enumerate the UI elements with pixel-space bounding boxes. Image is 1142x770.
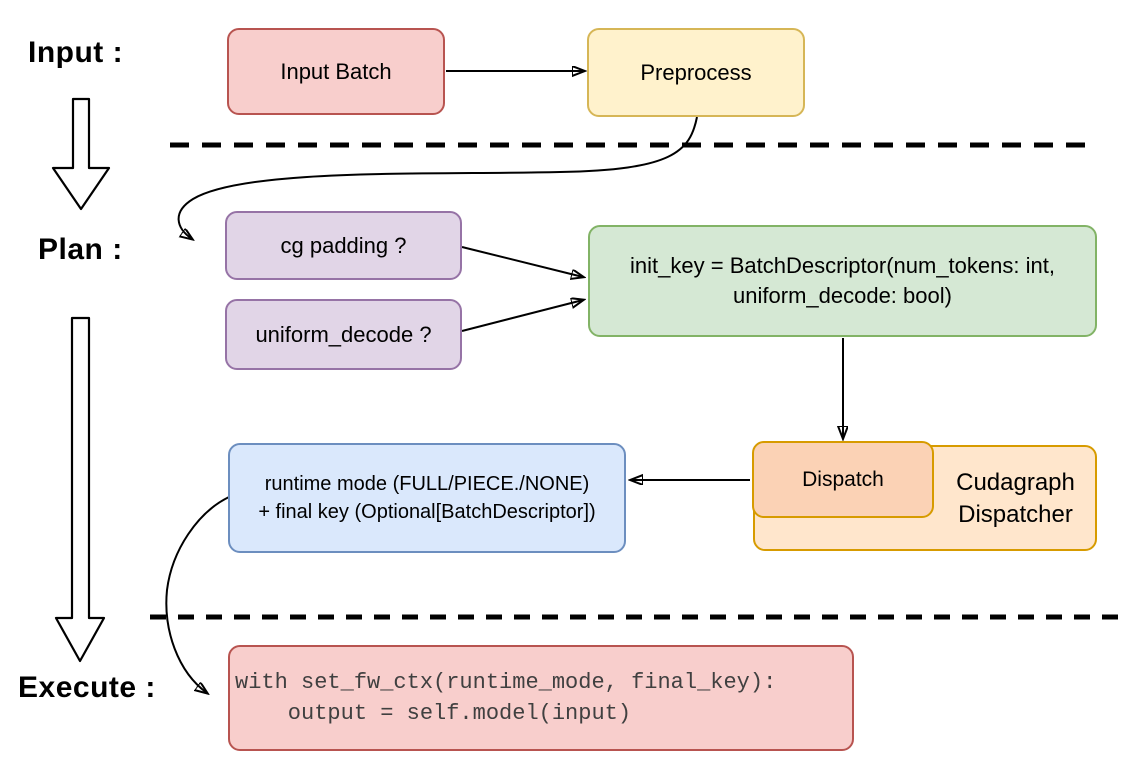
arrow-cg-padding-to-init-key xyxy=(461,246,583,277)
execute-code-line1: with set_fw_ctx(runtime_mode, final_key)… xyxy=(235,670,777,695)
stage-label-execute: Execute : xyxy=(18,671,156,704)
plan-stage-down-arrow xyxy=(54,316,106,663)
node-dispatch-label: Dispatch xyxy=(802,467,884,491)
node-runtime-mode-line1: runtime mode (FULL/PIECE./NONE) xyxy=(264,473,590,495)
node-preprocess: Preprocess xyxy=(587,28,805,117)
node-runtime-mode-line2: + final key (Optional[BatchDescriptor]) xyxy=(258,501,596,523)
node-runtime-mode: runtime mode (FULL/PIECE./NONE) + final … xyxy=(228,443,626,553)
cudagraph-dispatcher-line2: Dispatcher xyxy=(958,500,1073,528)
cudagraph-dispatcher-line1: Cudagraph xyxy=(956,468,1075,496)
arrow-runtime-mode-to-execute-code xyxy=(165,496,230,693)
input-stage-down-arrow xyxy=(51,97,111,211)
node-init-key: init_key = BatchDescriptor(num_tokens: i… xyxy=(588,225,1097,337)
node-cg-padding: cg padding ? xyxy=(225,211,462,280)
node-cg-padding-label: cg padding ? xyxy=(280,232,407,258)
node-init-key-line1: init_key = BatchDescriptor(num_tokens: i… xyxy=(630,253,1055,278)
node-init-key-line2: uniform_decode: bool) xyxy=(733,283,952,308)
node-uniform-decode: uniform_decode ? xyxy=(225,299,462,370)
node-uniform-decode-label: uniform_decode ? xyxy=(255,321,432,347)
node-input-batch-label: Input Batch xyxy=(280,58,392,84)
node-cudagraph-dispatcher-label: Cudagraph Dispatcher xyxy=(934,451,1097,546)
node-preprocess-label: Preprocess xyxy=(640,59,752,85)
node-input-batch: Input Batch xyxy=(227,28,445,115)
stage-label-input: Input : xyxy=(28,36,124,69)
arrow-uniform-decode-to-init-key xyxy=(461,300,583,332)
stage-label-plan: Plan : xyxy=(38,233,123,266)
node-dispatch: Dispatch xyxy=(752,441,934,518)
node-execute-code: with set_fw_ctx(runtime_mode, final_key)… xyxy=(228,645,854,751)
execute-code-line2: output = self.model(input) xyxy=(235,701,632,726)
